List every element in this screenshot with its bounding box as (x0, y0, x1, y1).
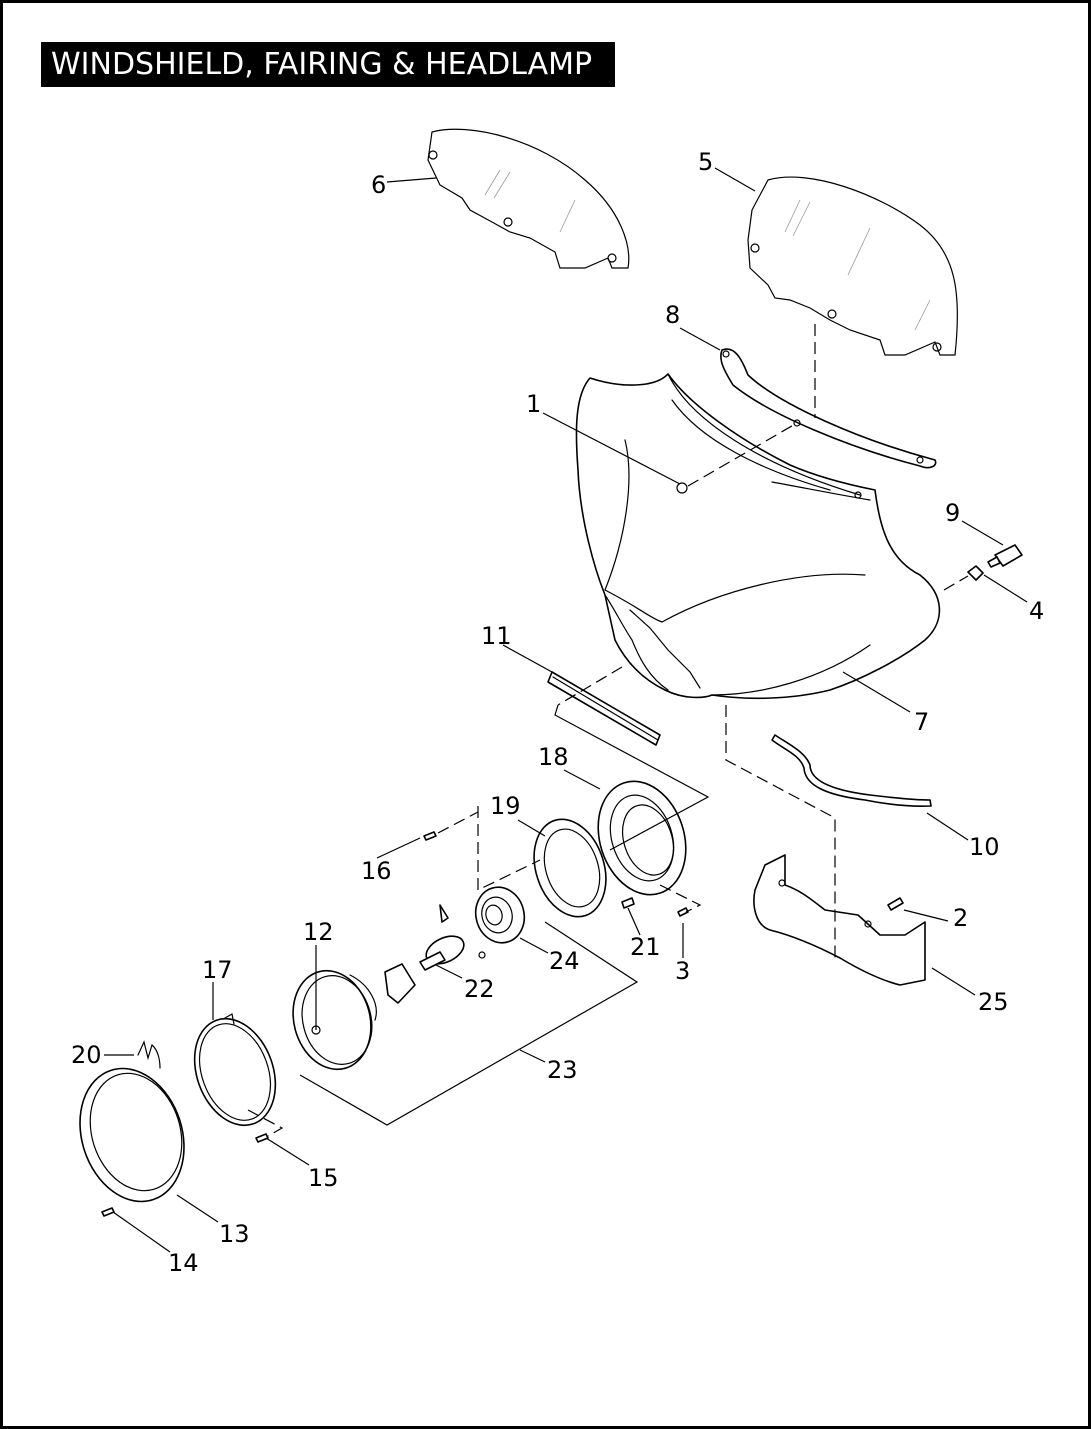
edge-molding (771, 734, 932, 808)
bulb-socket (474, 886, 526, 944)
bulb-connector (384, 963, 416, 1004)
spring-clip (137, 1040, 161, 1069)
callout-14: 14 (168, 1249, 199, 1277)
fairing (575, 373, 941, 700)
callout-9: 9 (945, 499, 960, 527)
retaining-ring (193, 1013, 277, 1127)
lower-bracket (753, 854, 926, 986)
callout-16: 16 (361, 857, 392, 885)
screw-15 (255, 1133, 269, 1143)
callout-15: 15 (308, 1164, 339, 1192)
headlamp-lens (292, 969, 377, 1071)
mounting-ring (533, 818, 607, 918)
callout-5: 5 (698, 148, 713, 176)
assembly-bracket-23 (299, 704, 710, 1126)
callout-2: 2 (953, 904, 968, 932)
callout-12: 12 (303, 918, 334, 946)
callout-6: 6 (371, 171, 386, 199)
leader-lines (104, 167, 1028, 1253)
screw-16 (423, 831, 437, 841)
screw-21 (621, 897, 635, 909)
callout-22: 22 (464, 975, 495, 1003)
callout-3: 3 (675, 957, 690, 985)
trim-ring (79, 1067, 185, 1203)
lower-trim-strip (547, 671, 661, 746)
callout-19: 19 (490, 792, 521, 820)
callout-23: 23 (547, 1056, 578, 1084)
callout-10: 10 (969, 833, 1000, 861)
callout-25: 25 (978, 988, 1009, 1016)
assembly-lines (247, 324, 969, 1137)
callout-4: 4 (1029, 597, 1044, 625)
callout-18: 18 (538, 743, 569, 771)
screw-2 (887, 897, 904, 911)
callout-11: 11 (481, 622, 512, 650)
mount-nut (967, 565, 984, 581)
callout-13: 13 (219, 1220, 250, 1248)
windshield-tall (747, 176, 959, 356)
callout-8: 8 (665, 301, 680, 329)
headlamp-housing (597, 780, 687, 896)
callout-21: 21 (630, 933, 661, 961)
headlamp-bulb (419, 904, 486, 971)
screw-3 (677, 907, 689, 917)
mount-stud (987, 544, 1023, 568)
callout-17: 17 (202, 956, 233, 984)
windshield-trim-strip (720, 348, 937, 469)
windshield-small (427, 128, 630, 269)
callout-20: 20 (71, 1041, 102, 1069)
callout-labels: 1 2 3 4 5 6 7 8 9 10 11 12 13 14 15 16 1… (71, 148, 1044, 1277)
callout-7: 7 (914, 708, 929, 736)
callout-1: 1 (526, 390, 541, 418)
page-title: WINDSHIELD, FAIRING & HEADLAMP (41, 42, 615, 87)
callout-24: 24 (549, 947, 580, 975)
screw-14 (101, 1207, 115, 1217)
